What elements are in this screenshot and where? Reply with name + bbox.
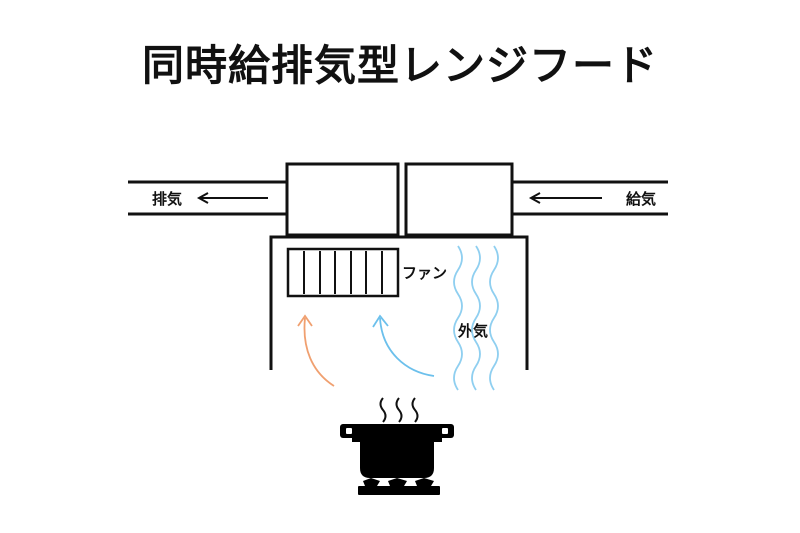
fan-label: ファン: [402, 264, 447, 282]
outside-air-wavy-lines: [453, 245, 499, 391]
page-title: 同時給排気型レンジフード: [141, 41, 658, 90]
exhaust-box: [285, 162, 400, 237]
supply-label: 給気: [626, 190, 656, 208]
fan-box: [286, 247, 400, 298]
blue-airflow-arrow: [372, 314, 435, 377]
fan-blades: [303, 251, 383, 294]
supply-arrow: [528, 192, 602, 204]
gas-burner-icon: [358, 478, 440, 495]
supply-box: [404, 162, 514, 237]
exhaust-label: 排気: [152, 190, 182, 208]
hood-body: [269, 235, 529, 370]
orange-airflow-arrow: [297, 314, 335, 387]
exhaust-arrow: [196, 192, 268, 204]
steam-icon: [379, 397, 419, 423]
cooking-pot-icon: [340, 424, 454, 478]
